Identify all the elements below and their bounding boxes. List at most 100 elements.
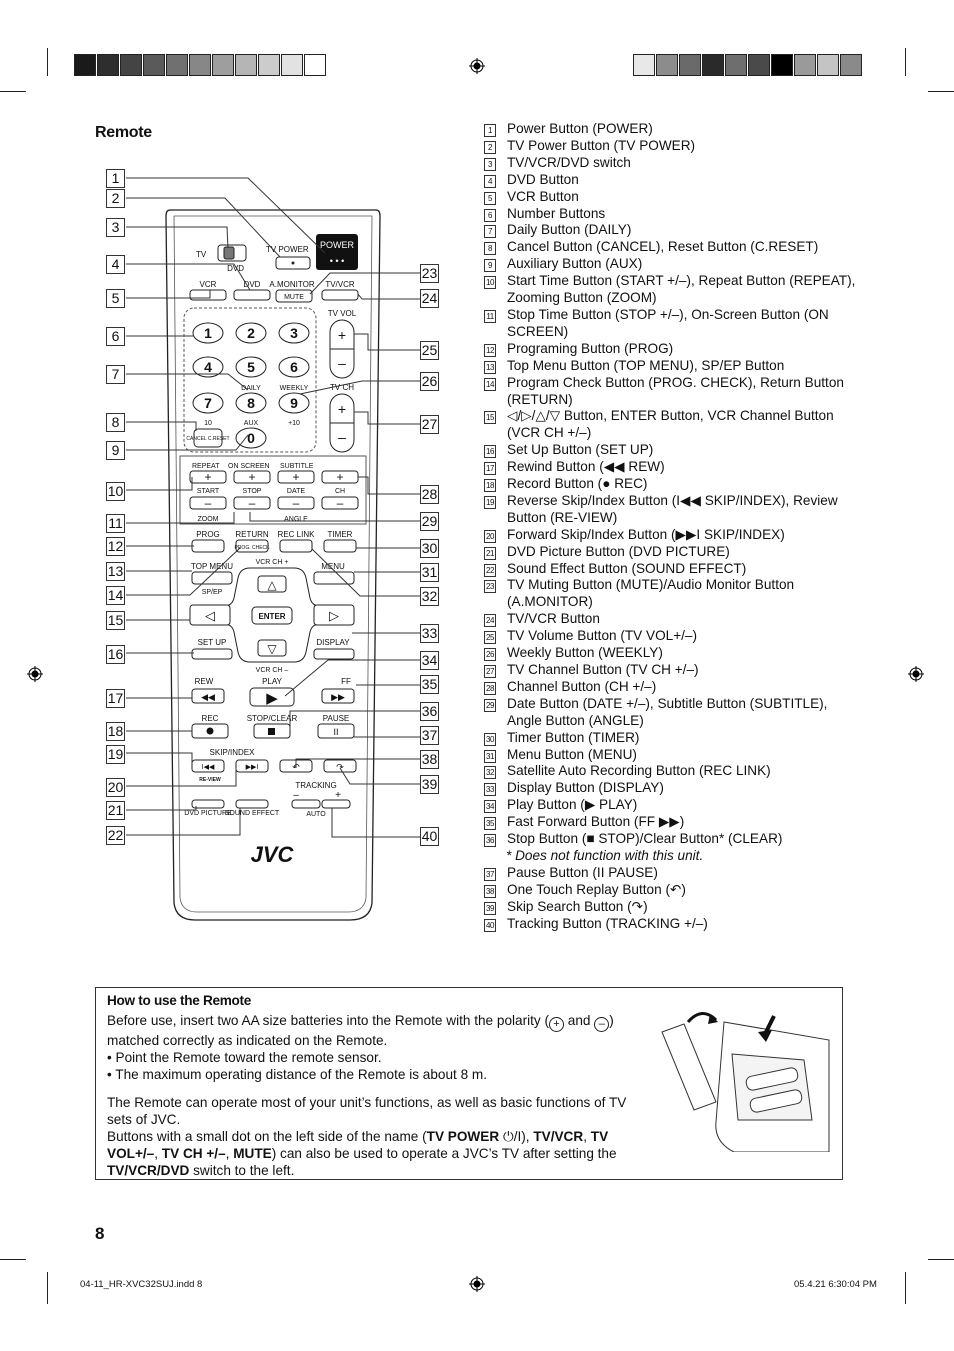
crop-mark xyxy=(47,1272,48,1304)
number-6-button[interactable]: 6 xyxy=(290,359,298,375)
legend-number-box: 34 xyxy=(484,800,496,814)
label-topmenu: TOP MENU xyxy=(191,562,233,571)
label-daily: DAILY xyxy=(241,385,261,392)
dvd-button[interactable] xyxy=(233,289,271,301)
svg-text:–: – xyxy=(293,790,299,801)
legend-number-box: 4 xyxy=(484,174,496,188)
label-10: 10 xyxy=(204,420,212,427)
mute-button[interactable] xyxy=(275,289,313,303)
number-8-button[interactable]: 8 xyxy=(247,395,255,411)
howto-text-part: , xyxy=(225,1146,234,1162)
cancel-button[interactable] xyxy=(193,428,223,448)
label-prog-check: PROG. CHECK xyxy=(234,545,270,551)
howto-bold: TV VOL+/– xyxy=(107,1129,609,1162)
tvvcr-button[interactable] xyxy=(321,289,359,301)
legend-number-box: 24 xyxy=(484,614,496,628)
callout-number: 23 xyxy=(420,264,439,283)
svg-text:I◀◀: I◀◀ xyxy=(202,764,215,771)
color-swatch xyxy=(120,54,142,76)
callout-number: 3 xyxy=(106,218,125,237)
registration-mark-icon xyxy=(469,58,485,74)
legend-text: Daily Button (DAILY) xyxy=(507,222,632,238)
label-cancel: CANCEL C.RESET xyxy=(186,436,229,442)
legend-text: DVD Button xyxy=(507,171,579,187)
remote-illustration: TV DVD TV POWER POWER • • • VCR DVD A.MO… xyxy=(126,177,420,921)
label-vcrch-plus: VCR CH + xyxy=(256,559,289,566)
number-5-button[interactable]: 5 xyxy=(247,359,255,375)
number-9-button[interactable]: 9 xyxy=(290,395,298,411)
callout-number: 17 xyxy=(106,689,125,708)
callout-number: 36 xyxy=(420,702,439,721)
legend-number-box: 19 xyxy=(484,495,496,509)
legend-text: Set Up Button (SET UP) xyxy=(507,442,654,458)
howto-text-part: switch to the left. xyxy=(189,1163,295,1179)
svg-text:▶▶: ▶▶ xyxy=(331,692,345,702)
number-4-button[interactable]: 4 xyxy=(204,359,212,375)
legend-number-box: 27 xyxy=(484,665,496,678)
legend-number-box: 22 xyxy=(484,563,496,577)
label-timer: TIMER xyxy=(328,530,353,539)
legend-text: TV Volume Button (TV VOL+/–) xyxy=(507,628,698,644)
legend-number-box: 14 xyxy=(484,377,496,391)
color-swatch xyxy=(840,54,862,76)
label-vcr: VCR xyxy=(200,280,217,289)
number-0-button[interactable]: 0 xyxy=(247,430,255,446)
number-3-button[interactable]: 3 xyxy=(290,325,298,341)
howto-text-part: , xyxy=(583,1129,591,1145)
label-stop: STOP xyxy=(243,488,262,495)
callout-number: 10 xyxy=(106,482,125,501)
legend-text: Pause Button (II PAUSE) xyxy=(507,864,658,880)
callout-number: 40 xyxy=(420,827,439,846)
legend-text: Menu Button (MENU) xyxy=(507,746,637,762)
howto-bullet: • Point the Remote toward the remote sen… xyxy=(107,1050,382,1066)
power-symbol-icon: ⏻/I xyxy=(502,1129,522,1145)
legend-text: TV Channel Button (TV CH +/–) xyxy=(507,662,699,677)
howto-text-part: ) can also be used to operate a JVC’s TV… xyxy=(271,1146,617,1162)
power-button[interactable] xyxy=(316,234,358,270)
callout-number: 14 xyxy=(106,586,125,605)
svg-text:+: + xyxy=(338,401,346,417)
number-1-button[interactable]: 1 xyxy=(204,325,212,341)
callout-number: 39 xyxy=(420,775,439,794)
svg-text:II: II xyxy=(333,727,338,737)
callout-number: 11 xyxy=(106,514,125,533)
callout-number: 27 xyxy=(420,415,439,434)
callout-number: 33 xyxy=(420,624,439,643)
label-mute: MUTE xyxy=(284,294,304,301)
how-to-use-box: How to use the Remote Before use, insert… xyxy=(95,987,843,1180)
svg-text:+: + xyxy=(292,470,299,484)
legend-text: Weekly Button (WEEKLY) xyxy=(507,645,663,661)
label-skipindex: SKIP/INDEX xyxy=(210,748,256,757)
legend-text: Timer Button (TIMER) xyxy=(507,729,640,745)
legend-number-box: 5 xyxy=(484,191,496,205)
svg-text:+: + xyxy=(335,790,341,801)
color-swatch xyxy=(143,54,165,76)
legend-number-box: 25 xyxy=(484,631,496,645)
svg-text:–: – xyxy=(338,429,346,445)
label-ff: FF xyxy=(341,677,351,686)
legend-text: Programing Button (PROG) xyxy=(507,340,674,356)
callout-number: 28 xyxy=(420,485,439,504)
number-2-button[interactable]: 2 xyxy=(247,325,255,341)
callout-number: 37 xyxy=(420,726,439,745)
svg-text:▶▶I: ▶▶I xyxy=(246,764,259,771)
registration-mark-icon xyxy=(27,666,43,682)
number-7-button[interactable]: 7 xyxy=(204,395,212,411)
registration-mark-icon xyxy=(908,666,924,682)
legend-text: DVD Picture Button (DVD PICTURE) xyxy=(507,543,730,559)
callout-number: 29 xyxy=(420,512,439,531)
color-swatch xyxy=(304,54,326,76)
callout-number: 21 xyxy=(106,801,125,820)
color-swatch xyxy=(771,54,793,76)
color-swatch xyxy=(97,54,119,76)
legend-text: Start Time Button (START +/–), Repeat Bu… xyxy=(507,273,856,306)
